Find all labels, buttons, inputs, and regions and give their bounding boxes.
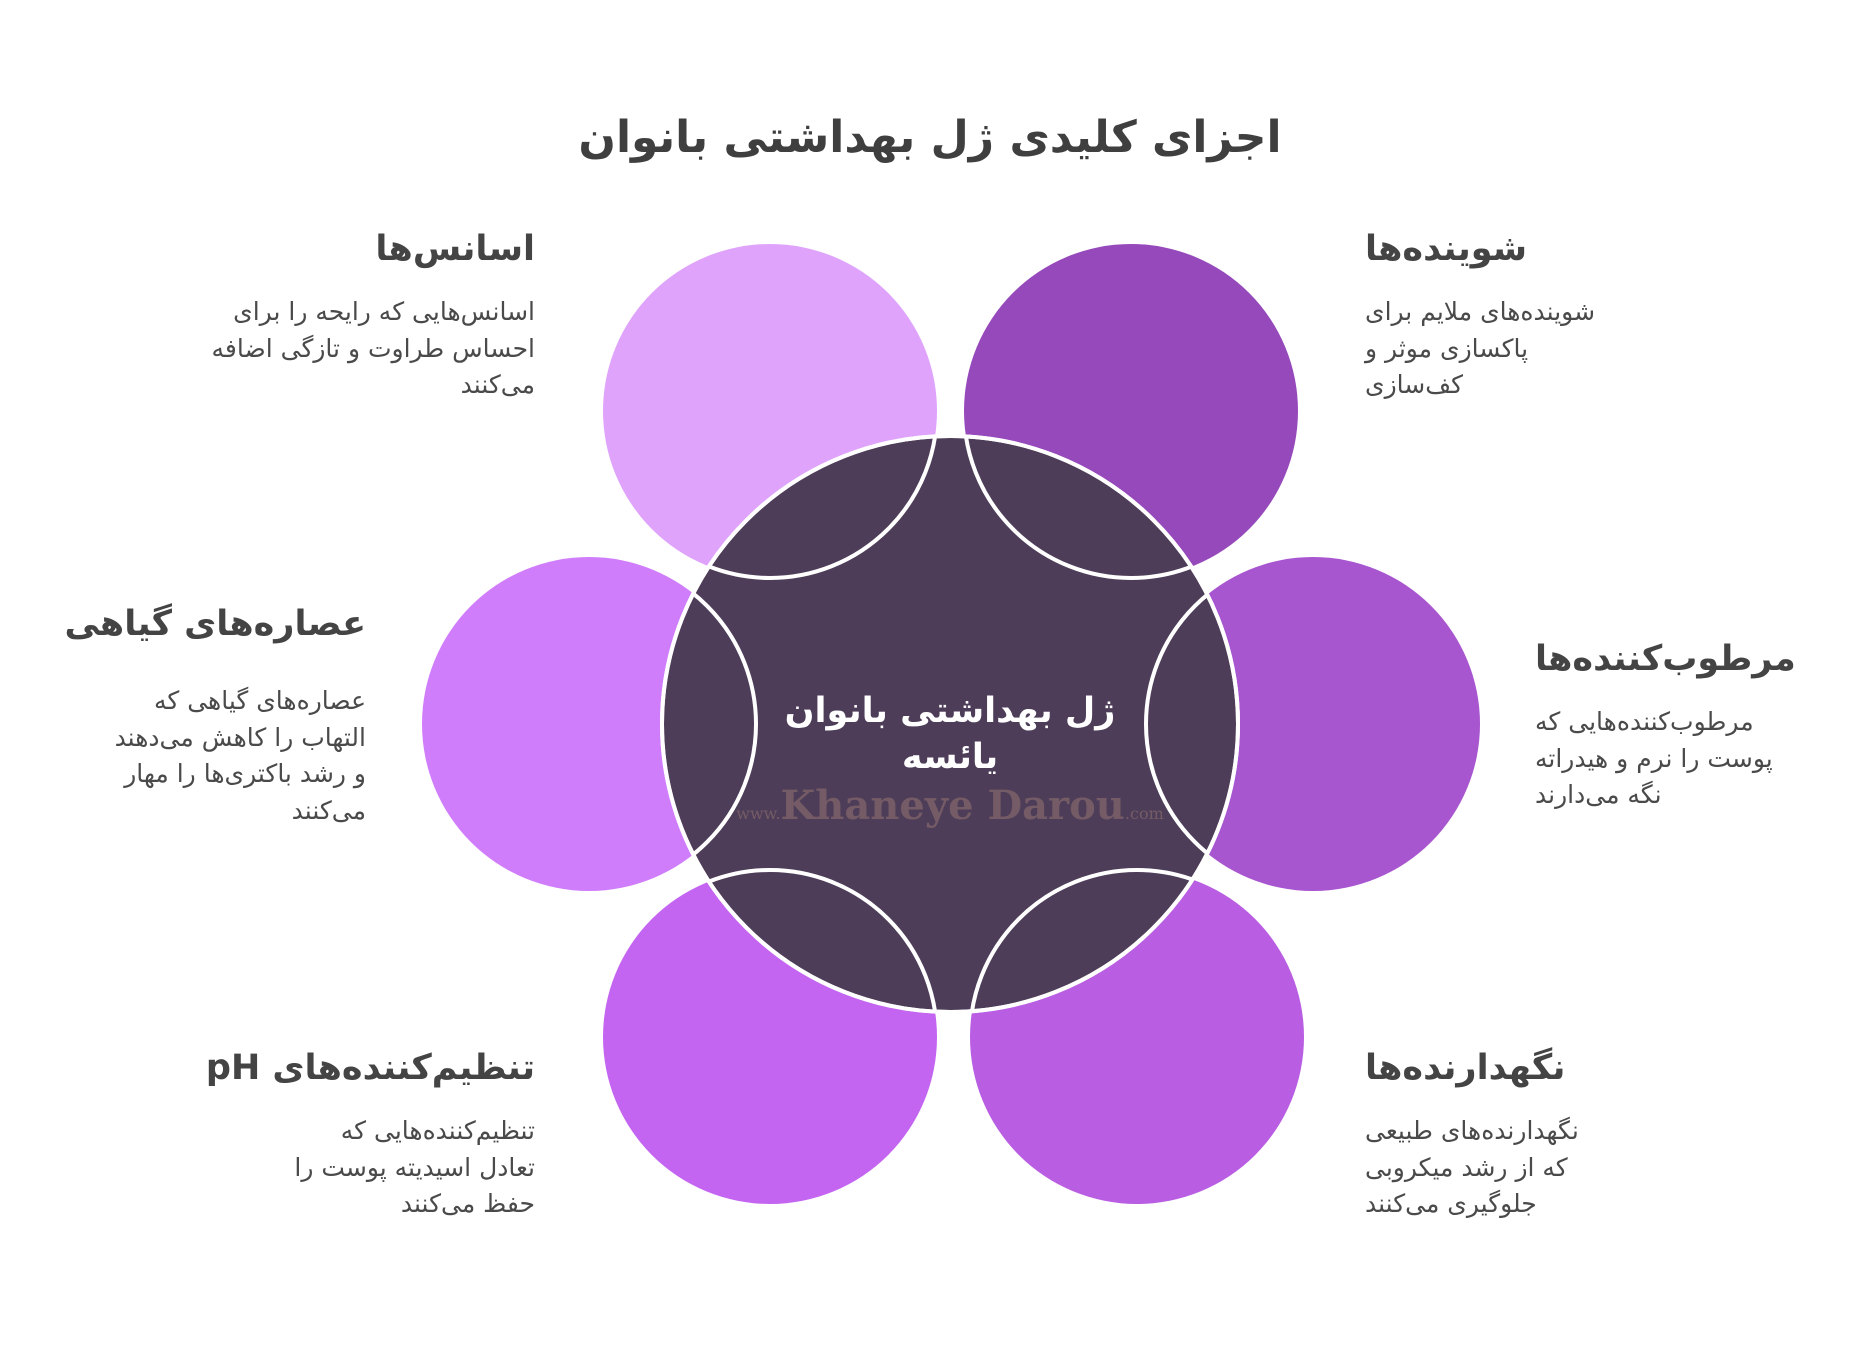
petal-arc-preservatives xyxy=(968,868,1238,1012)
component-herbal-extracts: عصاره‌های گیاهی عصاره‌های گیاهی که التها… xyxy=(20,601,366,829)
component-description: شوینده‌های ملایم برای پاکسازی موثر و کف‌… xyxy=(1365,294,1785,404)
component-description: تنظیم‌کننده‌هایی که تعادل اسیدیته پوست ر… xyxy=(115,1113,535,1223)
petal-arc-cleansers xyxy=(962,436,1238,580)
component-heading: تنظیم‌کننده‌های pH xyxy=(205,1048,535,1088)
component-moisturizers: مرطوب‌کننده‌ها مرطوب‌کننده‌هایی که پوست … xyxy=(1535,636,1845,814)
description-line: التهاب را کاهش می‌دهند xyxy=(114,722,366,752)
description-line: می‌کنند xyxy=(291,795,366,825)
description-line: تنظیم‌کننده‌هایی که xyxy=(340,1116,535,1145)
petal-arc-moisturizers xyxy=(1144,555,1238,893)
component-preservatives: نگهدارنده‌ها نگهدارنده‌های طبیعی که از ر… xyxy=(1365,1045,1785,1223)
petal-arc-essences xyxy=(662,436,939,580)
watermark: www.Khaneye Darou.com xyxy=(700,782,1200,829)
component-heading: نگهدارنده‌ها xyxy=(1365,1048,1566,1088)
component-essences: اسانس‌ها اسانس‌هایی که رایحه را برای احس… xyxy=(115,226,535,404)
component-heading: مرطوب‌کننده‌ها xyxy=(1535,639,1796,679)
description-line: کف‌سازی xyxy=(1365,370,1463,399)
description-line: جلوگیری می‌کنند xyxy=(1365,1189,1537,1218)
component-ph-regulators: تنظیم‌کننده‌های pH تنظیم‌کننده‌هایی که ت… xyxy=(115,1045,535,1223)
watermark-prefix: www. xyxy=(736,804,781,823)
petal-moisturizers xyxy=(1146,557,1480,891)
description-line: مرطوب‌کننده‌هایی که xyxy=(1535,707,1754,736)
center-label-line: ژل بهداشتی بانوان xyxy=(784,691,1116,731)
description-line: نگه می‌دارند xyxy=(1535,780,1662,809)
description-line: حفظ می‌کنند xyxy=(400,1189,535,1218)
component-cleansers: شوینده‌ها شوینده‌های ملایم برای پاکسازی … xyxy=(1365,226,1785,404)
component-heading: اسانس‌ها xyxy=(375,229,535,269)
description-line: عصاره‌های گیاهی که xyxy=(153,686,366,715)
description-line: پاکسازی موثر و xyxy=(1365,333,1529,363)
diagram-title: اجزای کلیدی ژل بهداشتی بانوان xyxy=(578,112,1282,163)
watermark-name: Khaneye Darou xyxy=(780,782,1125,829)
description-line: و رشد باکتری‌ها را مهار xyxy=(124,759,366,788)
description-line: احساس طراوت و تازگی اضافه xyxy=(211,333,535,363)
description-line: نگهدارنده‌های طبیعی xyxy=(1365,1116,1579,1145)
component-heading: شوینده‌ها xyxy=(1365,229,1528,269)
watermark-suffix: .com xyxy=(1124,804,1164,823)
description-line: اسانس‌هایی که رایحه را برای xyxy=(233,297,535,326)
component-description: نگهدارنده‌های طبیعی که از رشد میکروبی جل… xyxy=(1365,1113,1785,1223)
description-line: پوست را نرم و هیدراته xyxy=(1535,743,1773,773)
description-line: می‌کنند xyxy=(460,370,535,399)
description-line: شوینده‌های ملایم برای xyxy=(1365,297,1596,326)
description-line: تعادل اسیدیته پوست را xyxy=(294,1152,535,1182)
center-label: ژل بهداشتی بانوان یائسه xyxy=(700,688,1200,780)
center-label-line: یائسه xyxy=(901,737,999,777)
component-description: مرطوب‌کننده‌هایی که پوست را نرم و هیدرات… xyxy=(1535,704,1845,814)
component-heading: عصاره‌های گیاهی xyxy=(64,604,366,644)
component-description: اسانس‌هایی که رایحه را برای احساس طراوت … xyxy=(115,294,535,404)
petal-arc-ph-regulators xyxy=(662,868,939,1012)
component-description: عصاره‌های گیاهی که التهاب را کاهش می‌دهن… xyxy=(20,683,366,829)
description-line: که از رشد میکروبی xyxy=(1365,1152,1568,1182)
petal-arc-herbal-extracts xyxy=(662,555,758,893)
